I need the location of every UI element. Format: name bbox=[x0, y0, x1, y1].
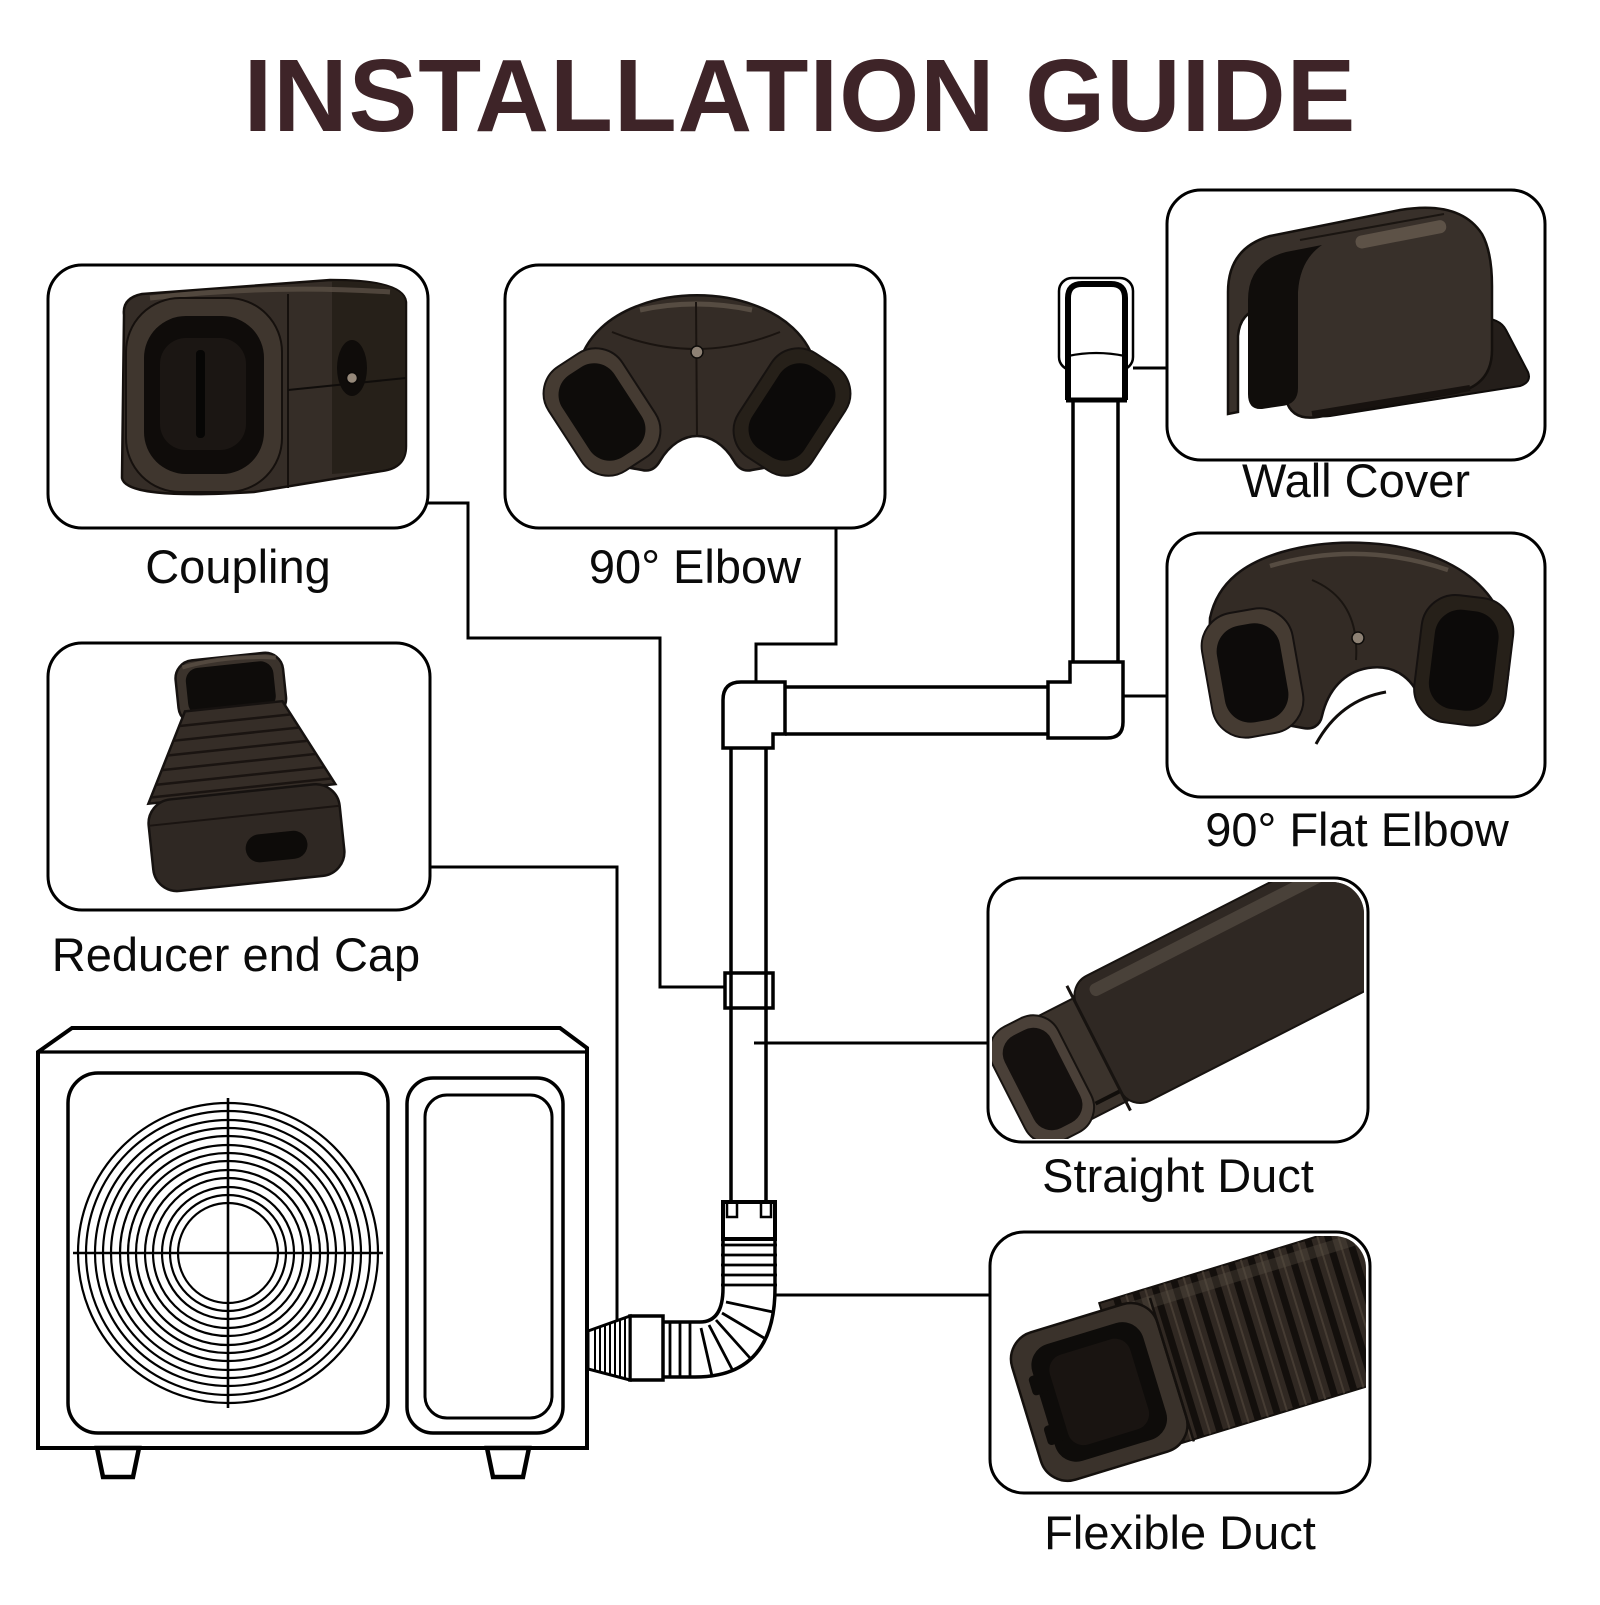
ac-unit-drawing bbox=[36, 1026, 589, 1480]
right-elbow-fitting bbox=[1046, 660, 1125, 740]
wall-cover-label: Wall Cover bbox=[1242, 454, 1470, 507]
callout-flat-elbow: 90° Flat Elbow bbox=[1165, 531, 1547, 856]
flat-elbow-label: 90° Flat Elbow bbox=[1205, 803, 1510, 856]
connector-reducer bbox=[428, 865, 619, 1320]
wall-cover-fitting bbox=[1057, 276, 1135, 403]
flat-elbow-photo bbox=[1200, 541, 1515, 745]
elbow-90-label: 90° Elbow bbox=[589, 540, 802, 593]
connector-coupling bbox=[428, 501, 725, 989]
coupling-fitting bbox=[723, 971, 775, 1010]
callout-wall-cover: Wall Cover bbox=[1165, 188, 1547, 507]
duct-run-drawing bbox=[586, 276, 1135, 1382]
callout-flexible-duct: Flexible Duct bbox=[988, 1230, 1372, 1559]
horizontal-duct bbox=[785, 685, 1048, 736]
coupling-label: Coupling bbox=[145, 540, 331, 593]
ac-side-panel bbox=[405, 1076, 565, 1435]
connector-lines bbox=[428, 366, 1167, 1320]
callout-coupling: Coupling bbox=[46, 263, 430, 593]
connector-elbow-90 bbox=[754, 528, 838, 681]
straight-duct-label: Straight Duct bbox=[1042, 1149, 1314, 1202]
coupling-photo bbox=[120, 278, 408, 496]
lower-vertical-duct bbox=[729, 748, 768, 1202]
upper-vertical-duct bbox=[1071, 400, 1120, 662]
ac-fan-panel bbox=[66, 1071, 390, 1435]
callout-reducer: Reducer end Cap bbox=[46, 641, 432, 981]
flexible-duct-drawing bbox=[586, 1200, 777, 1382]
elbow-90-photo bbox=[542, 294, 852, 477]
fan-grille bbox=[73, 1098, 383, 1408]
reducer-photo bbox=[146, 651, 346, 893]
callout-elbow-90: 90° Elbow bbox=[503, 263, 887, 593]
ac-foot-left bbox=[94, 1445, 142, 1480]
reducer-label: Reducer end Cap bbox=[52, 928, 420, 981]
flexible-duct-label: Flexible Duct bbox=[1044, 1506, 1316, 1559]
wall-cover-photo bbox=[1226, 206, 1530, 419]
ac-foot-right bbox=[484, 1445, 532, 1480]
left-elbow-fitting bbox=[721, 680, 787, 750]
page-title: INSTALLATION GUIDE bbox=[244, 38, 1357, 153]
ac-unit-body bbox=[36, 1026, 589, 1450]
callout-straight-duct: Straight Duct bbox=[986, 876, 1370, 1202]
flexible-duct-photo bbox=[1009, 1236, 1366, 1483]
